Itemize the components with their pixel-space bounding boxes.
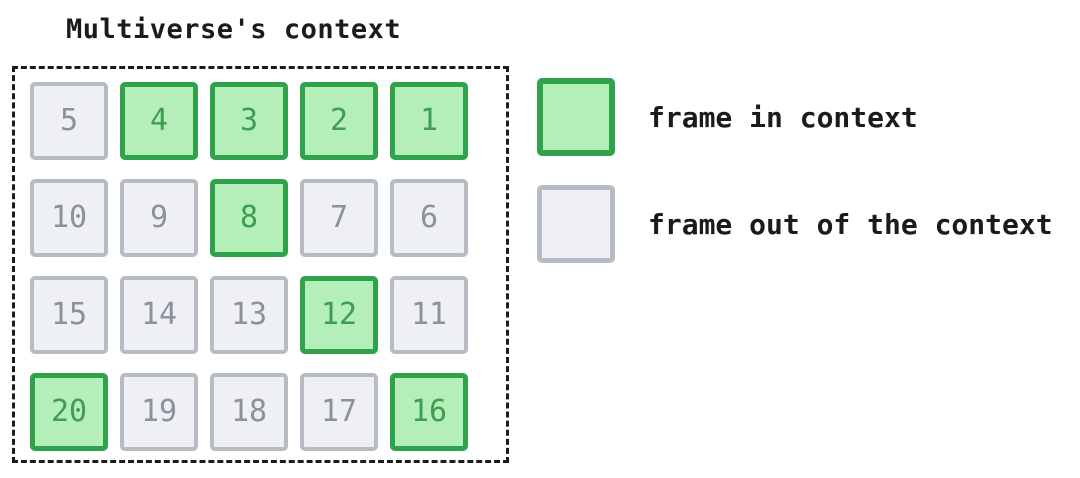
frame-number: 20 (50, 394, 88, 429)
frame-number: 16 (410, 394, 448, 429)
legend-swatch-out-of-context (537, 185, 615, 263)
frame-5-out-of-context: 5 (30, 82, 108, 160)
frame-16-in-context: 16 (390, 373, 468, 451)
frame-row-2: 10 9 8 7 6 (30, 179, 506, 257)
frame-row-1: 5 4 3 2 1 (30, 82, 506, 160)
frame-number: 8 (239, 200, 259, 235)
frame-number: 19 (140, 394, 178, 429)
frame-number: 9 (149, 200, 169, 235)
legend-item-in-context: frame in context (537, 78, 1053, 156)
legend-label-out-of-context: frame out of the context (648, 207, 1053, 241)
frame-number: 4 (149, 103, 169, 138)
frame-18-out-of-context: 18 (210, 373, 288, 451)
frame-11-out-of-context: 11 (390, 276, 468, 354)
frame-1-in-context: 1 (390, 82, 468, 160)
frame-14-out-of-context: 14 (120, 276, 198, 354)
frame-number: 5 (59, 103, 79, 138)
frame-12-in-context: 12 (300, 276, 378, 354)
frame-17-out-of-context: 17 (300, 373, 378, 451)
frame-number: 10 (50, 200, 88, 235)
frame-2-in-context: 2 (300, 82, 378, 160)
frame-number: 3 (239, 103, 259, 138)
frame-6-out-of-context: 6 (390, 179, 468, 257)
frame-number: 13 (230, 297, 268, 332)
frame-number: 6 (419, 200, 439, 235)
frame-number: 12 (320, 297, 358, 332)
context-boundary: 5 4 3 2 1 10 9 8 7 6 15 14 13 12 11 20 19 18 17 16 (12, 66, 509, 463)
legend-label-in-context: frame in context (648, 100, 918, 134)
frame-19-out-of-context: 19 (120, 373, 198, 451)
frame-10-out-of-context: 10 (30, 179, 108, 257)
frame-number: 1 (419, 103, 439, 138)
frame-3-in-context: 3 (210, 82, 288, 160)
legend: frame in context frame out of the context (537, 78, 1053, 263)
frame-8-in-context: 8 (210, 179, 288, 257)
frame-9-out-of-context: 9 (120, 179, 198, 257)
frame-number: 7 (329, 200, 349, 235)
diagram-title: Multiverse's context (66, 14, 402, 45)
frame-number: 14 (140, 297, 178, 332)
frame-13-out-of-context: 13 (210, 276, 288, 354)
frame-row-4: 20 19 18 17 16 (30, 373, 506, 451)
frame-15-out-of-context: 15 (30, 276, 108, 354)
frame-number: 11 (410, 297, 448, 332)
legend-swatch-in-context (537, 78, 615, 156)
frame-20-in-context: 20 (30, 373, 108, 451)
frame-number: 2 (329, 103, 349, 138)
frame-row-3: 15 14 13 12 11 (30, 276, 506, 354)
legend-item-out-of-context: frame out of the context (537, 185, 1053, 263)
frame-7-out-of-context: 7 (300, 179, 378, 257)
frame-number: 18 (230, 394, 268, 429)
frame-number: 17 (320, 394, 358, 429)
frame-4-in-context: 4 (120, 82, 198, 160)
frame-number: 15 (50, 297, 88, 332)
